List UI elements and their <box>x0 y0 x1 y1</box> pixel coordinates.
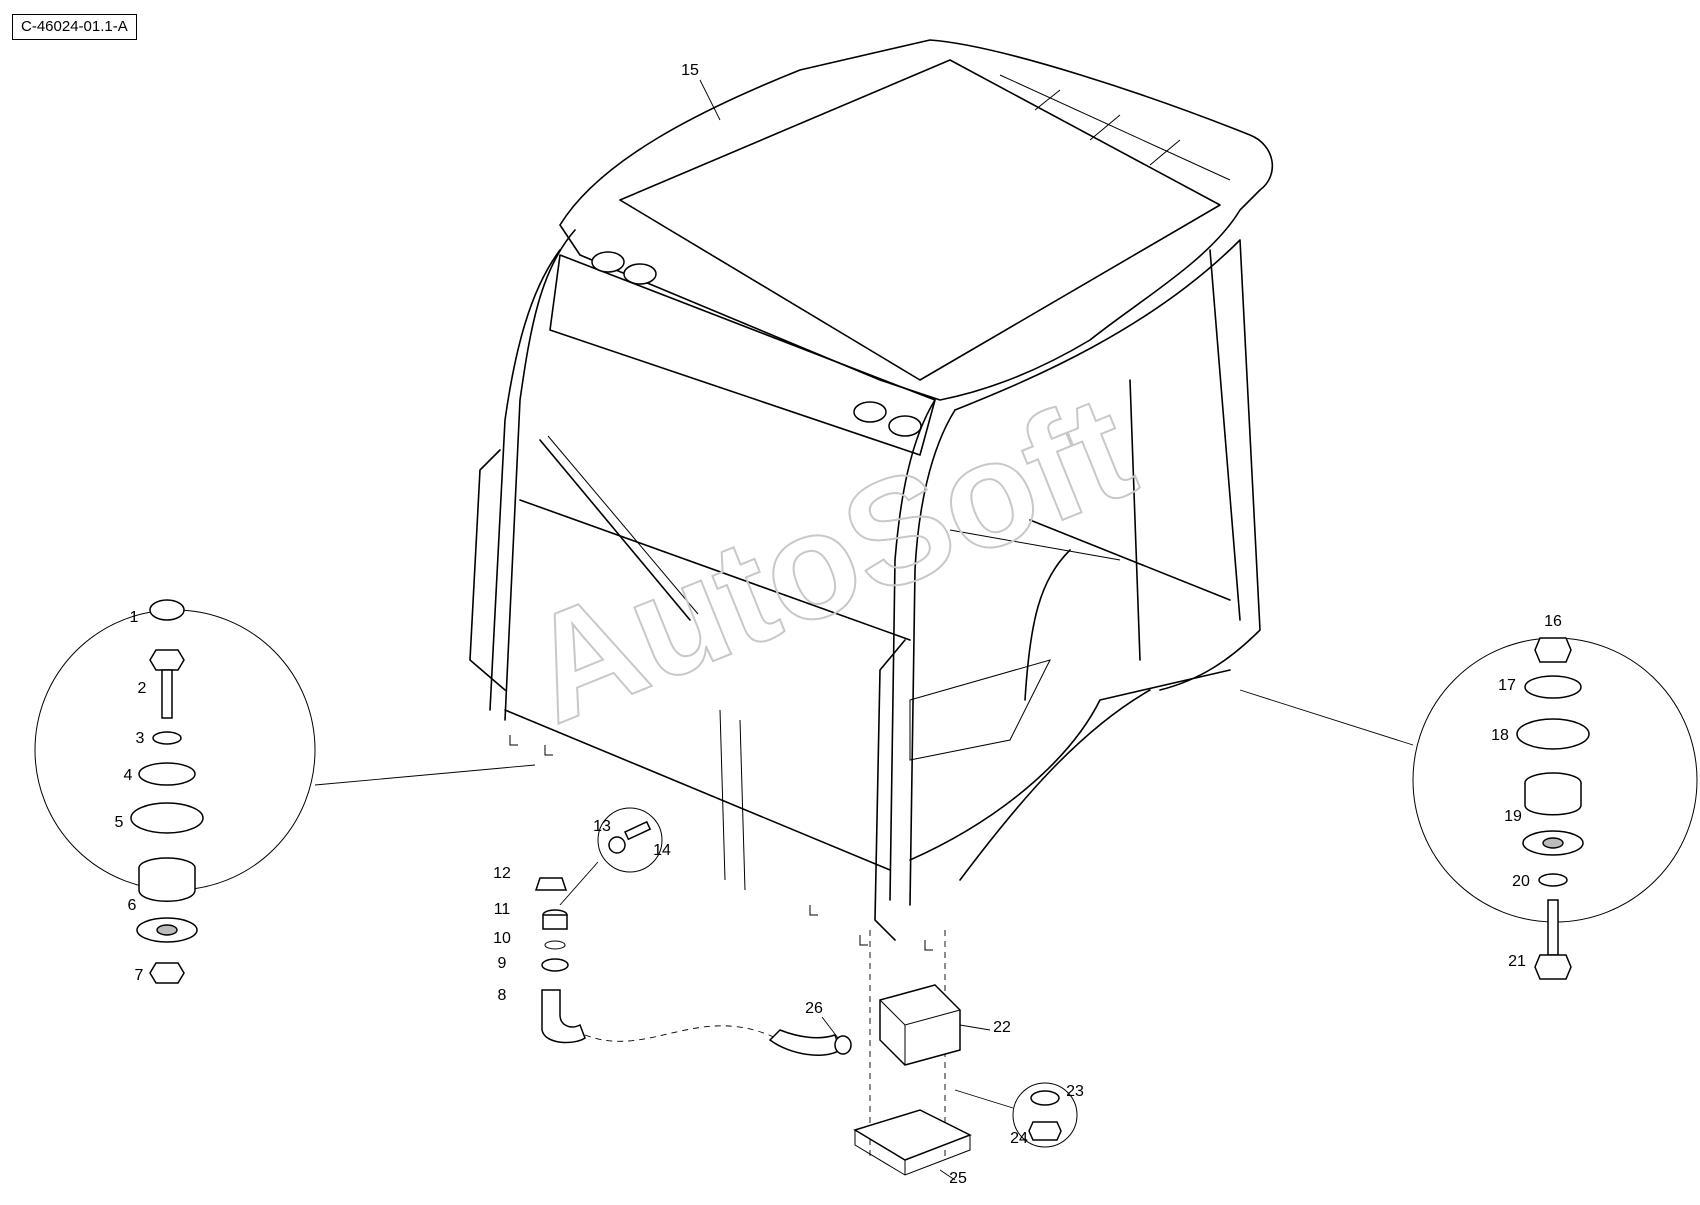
callout-24: 24 <box>1010 1130 1028 1147</box>
callout-7: 7 <box>135 967 144 984</box>
callout-labels: 1 2 3 4 5 6 7 8 9 10 11 12 13 14 15 16 1… <box>115 62 1562 1187</box>
callout-2: 2 <box>138 680 147 697</box>
reference-code: C-46024-01.1-A <box>12 14 137 40</box>
callout-12: 12 <box>493 865 511 882</box>
callout-23: 23 <box>1066 1083 1084 1100</box>
callout-8: 8 <box>498 987 507 1004</box>
callout-9: 9 <box>498 955 507 972</box>
callout-10: 10 <box>493 930 511 947</box>
callout-6: 6 <box>128 897 137 914</box>
cab-roof <box>559 39 1274 401</box>
callout-19: 19 <box>1504 808 1522 825</box>
callout-3: 3 <box>136 730 145 747</box>
callout-16: 16 <box>1544 613 1562 630</box>
cab-assembly <box>469 39 1274 1160</box>
nut-detail-circle <box>1012 1082 1078 1148</box>
callout-4: 4 <box>124 767 133 784</box>
watermark: AutoSoft <box>504 362 1154 755</box>
bolt-detail-circle <box>597 807 663 873</box>
callout-17: 17 <box>1498 677 1516 694</box>
callout-13: 13 <box>593 818 611 835</box>
callout-1: 1 <box>130 609 139 626</box>
callout-11: 11 <box>494 901 511 918</box>
callout-15: 15 <box>681 62 699 79</box>
callout-20: 20 <box>1512 873 1530 890</box>
callout-25: 25 <box>949 1170 967 1187</box>
callout-21: 21 <box>1508 953 1526 970</box>
callout-5: 5 <box>115 814 124 831</box>
tank-and-fittings <box>534 820 1062 1176</box>
callout-14: 14 <box>653 842 671 859</box>
callout-26: 26 <box>805 1000 823 1017</box>
callout-18: 18 <box>1491 727 1509 744</box>
left-mount-parts <box>130 599 204 984</box>
right-mount-parts <box>1516 637 1590 980</box>
callout-22: 22 <box>993 1019 1011 1036</box>
